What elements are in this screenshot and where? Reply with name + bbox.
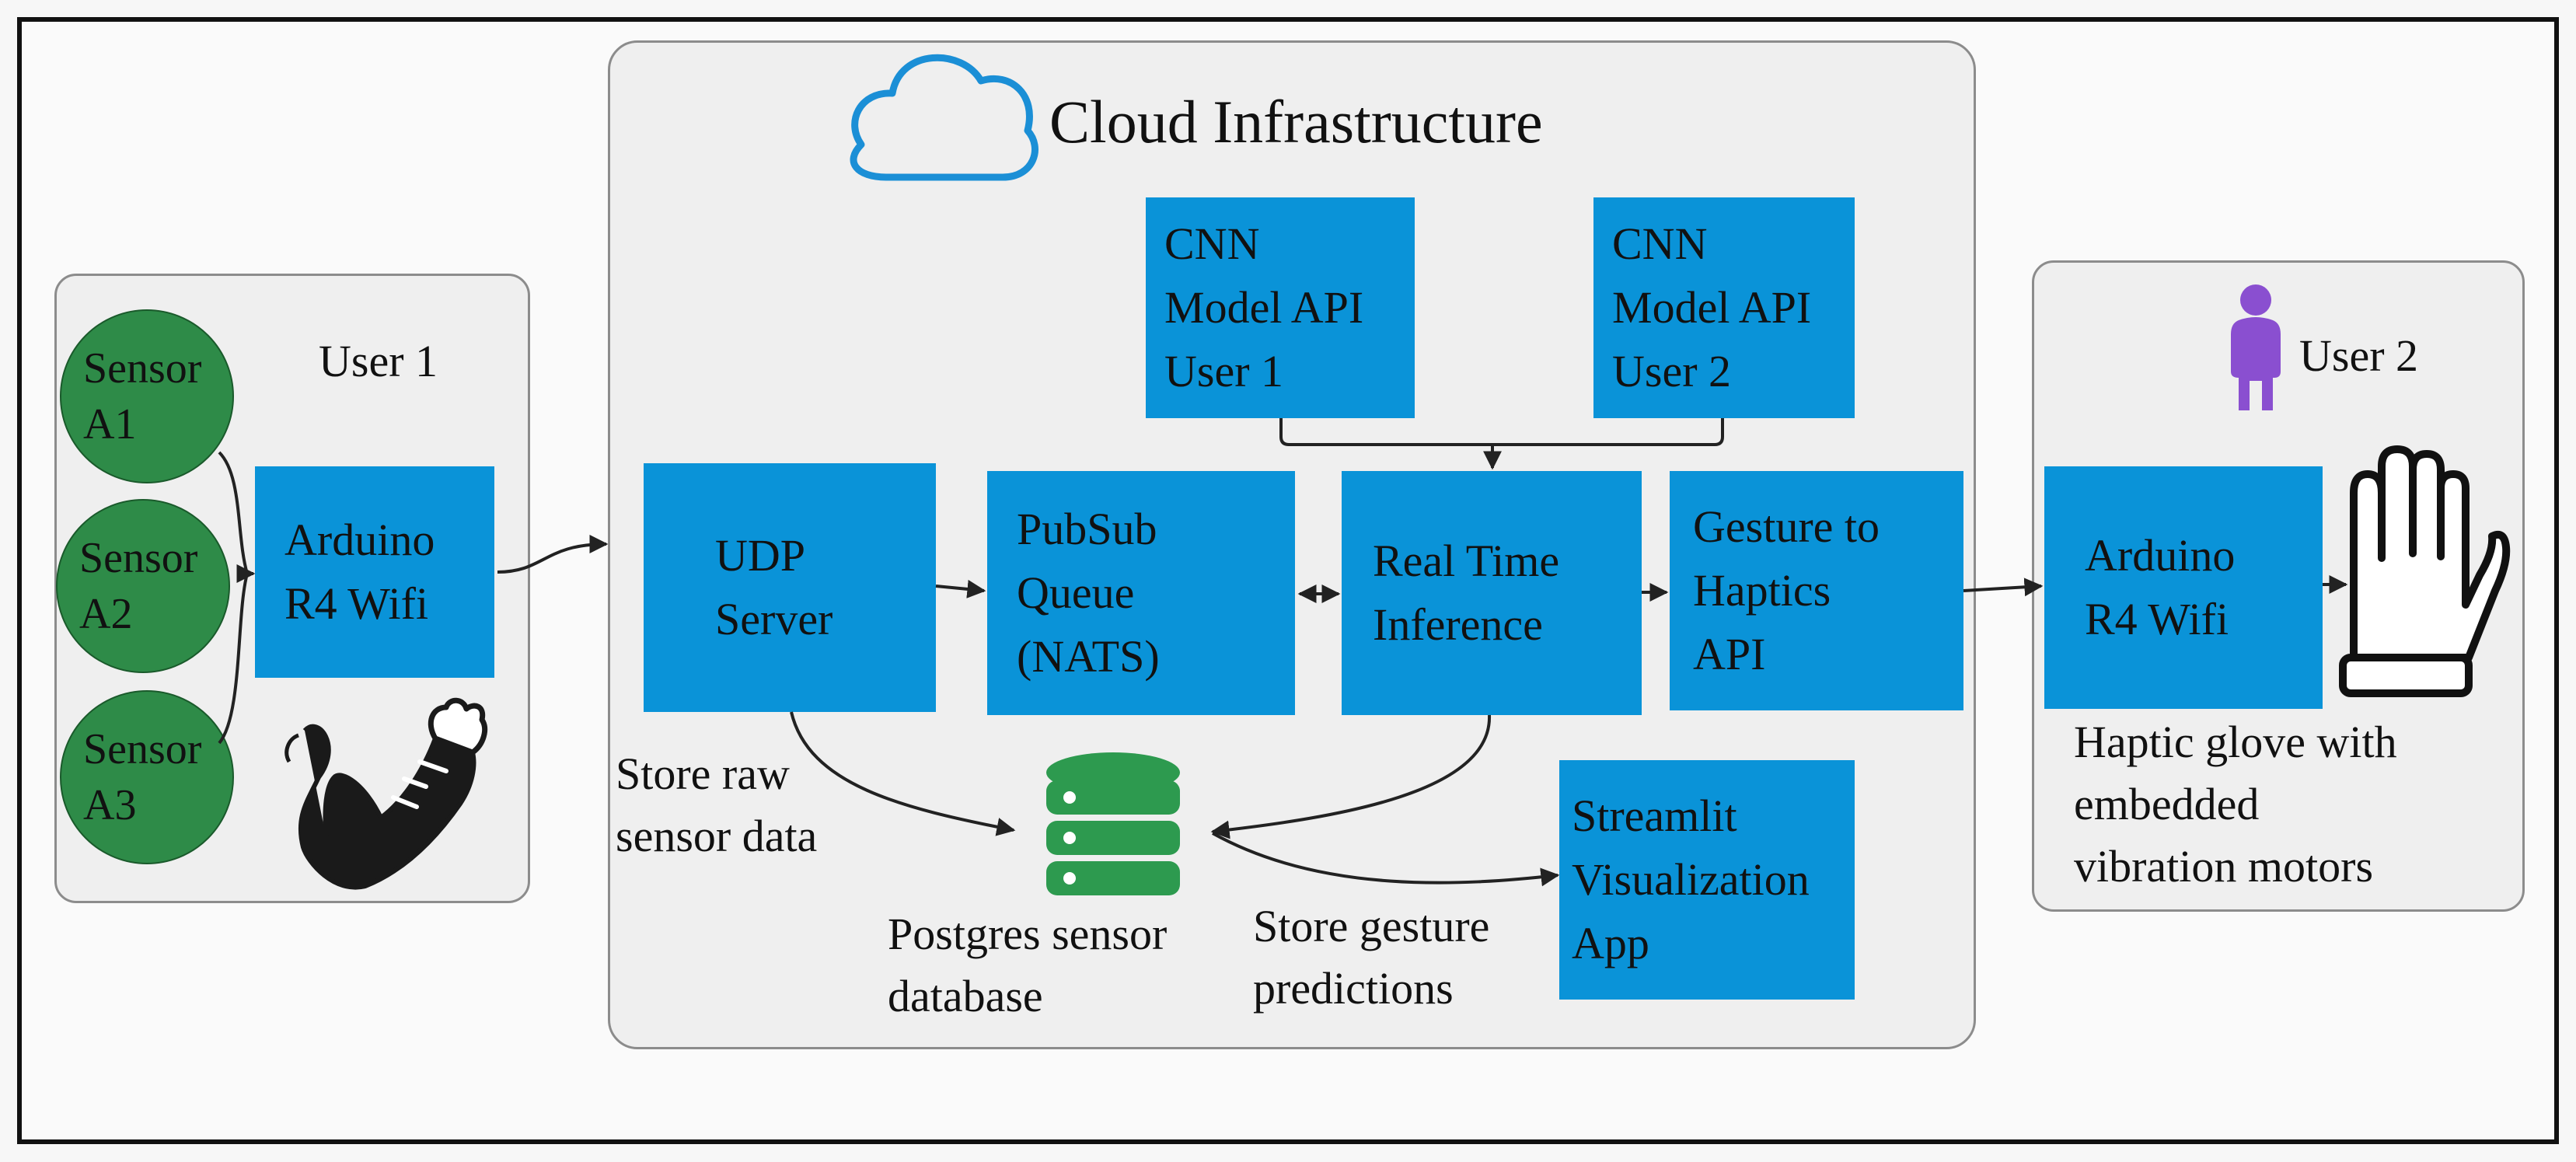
glove-caption-line2: embedded bbox=[2074, 779, 2260, 829]
udp-server-line2: Server bbox=[715, 594, 833, 644]
sensor-a2-line1: Sensor bbox=[79, 534, 198, 582]
cloud-title: Cloud Infrastructure bbox=[1049, 88, 1543, 155]
glove-caption-line3: vibration motors bbox=[2074, 841, 2374, 892]
cnn-user1-line2: Model API bbox=[1164, 282, 1364, 333]
store-raw-caption: Store raw sensor data bbox=[616, 743, 817, 867]
streamlit-line3: App bbox=[1572, 918, 1649, 968]
udp-server-box: UDP Server bbox=[644, 463, 936, 712]
cnn-user2-box: CNN Model API User 2 bbox=[1593, 197, 1855, 418]
sensor-a3-line2: A3 bbox=[83, 781, 137, 829]
store-raw-line1: Store raw bbox=[616, 748, 790, 799]
pubsub-line1: PubSub bbox=[1017, 504, 1157, 554]
gesture-haptics-api-box: Gesture to Haptics API bbox=[1670, 471, 1963, 710]
sensor-a2: Sensor A2 bbox=[56, 499, 230, 673]
arduino-user1: Arduino R4 Wifi bbox=[255, 466, 494, 678]
postgres-line2: database bbox=[888, 971, 1043, 1021]
user2-label: User 2 bbox=[2299, 330, 2419, 381]
postgres-caption: Postgres sensor database bbox=[888, 903, 1167, 1028]
udp-server-line1: UDP bbox=[715, 530, 806, 581]
arduino-user1-line2: R4 Wifi bbox=[284, 578, 429, 629]
streamlit-app-box: Streamlit Visualization App bbox=[1559, 760, 1855, 1000]
streamlit-line2: Visualization bbox=[1572, 854, 1810, 905]
cnn-user2-line2: Model API bbox=[1612, 282, 1812, 333]
sensor-a3: Sensor A3 bbox=[60, 690, 234, 864]
pubsub-queue-box: PubSub Queue (NATS) bbox=[987, 471, 1295, 715]
cnn-user1-box: CNN Model API User 1 bbox=[1146, 197, 1415, 418]
arduino-user2: Arduino R4 Wifi bbox=[2044, 466, 2323, 709]
haptics-line1: Gesture to bbox=[1693, 501, 1880, 552]
sensor-a1-line2: A1 bbox=[83, 400, 137, 448]
arduino-user2-line1: Arduino bbox=[2085, 530, 2236, 581]
inference-line2: Inference bbox=[1373, 599, 1543, 650]
store-raw-line2: sensor data bbox=[616, 811, 818, 861]
store-pred-line2: predictions bbox=[1253, 963, 1454, 1014]
store-pred-line1: Store gesture bbox=[1253, 901, 1490, 951]
inference-line1: Real Time bbox=[1373, 536, 1560, 586]
pubsub-line3: (NATS) bbox=[1017, 631, 1160, 682]
postgres-line1: Postgres sensor bbox=[888, 909, 1168, 959]
cnn-user2-line3: User 2 bbox=[1612, 346, 1732, 396]
sensor-a1: Sensor A1 bbox=[60, 309, 234, 483]
sensor-a1-line1: Sensor bbox=[83, 344, 202, 393]
glove-caption-line1: Haptic glove with bbox=[2074, 717, 2397, 767]
user1-label: User 1 bbox=[319, 336, 438, 386]
haptics-line2: Haptics bbox=[1693, 565, 1831, 616]
sensor-a3-line1: Sensor bbox=[83, 725, 202, 773]
streamlit-line1: Streamlit bbox=[1572, 790, 1737, 841]
cnn-user2-line1: CNN bbox=[1612, 218, 1708, 269]
arduino-user1-line1: Arduino bbox=[284, 515, 435, 565]
real-time-inference-box: Real Time Inference bbox=[1342, 471, 1642, 715]
cnn-user1-line3: User 1 bbox=[1164, 346, 1284, 396]
haptics-line3: API bbox=[1693, 629, 1766, 679]
store-pred-caption: Store gesture predictions bbox=[1253, 895, 1489, 1020]
arduino-user2-line2: R4 Wifi bbox=[2085, 594, 2229, 644]
sensor-a2-line2: A2 bbox=[79, 590, 133, 638]
cnn-user1-line1: CNN bbox=[1164, 218, 1260, 269]
glove-caption: Haptic glove with embedded vibration mot… bbox=[2074, 711, 2397, 898]
pubsub-line2: Queue bbox=[1017, 567, 1135, 618]
